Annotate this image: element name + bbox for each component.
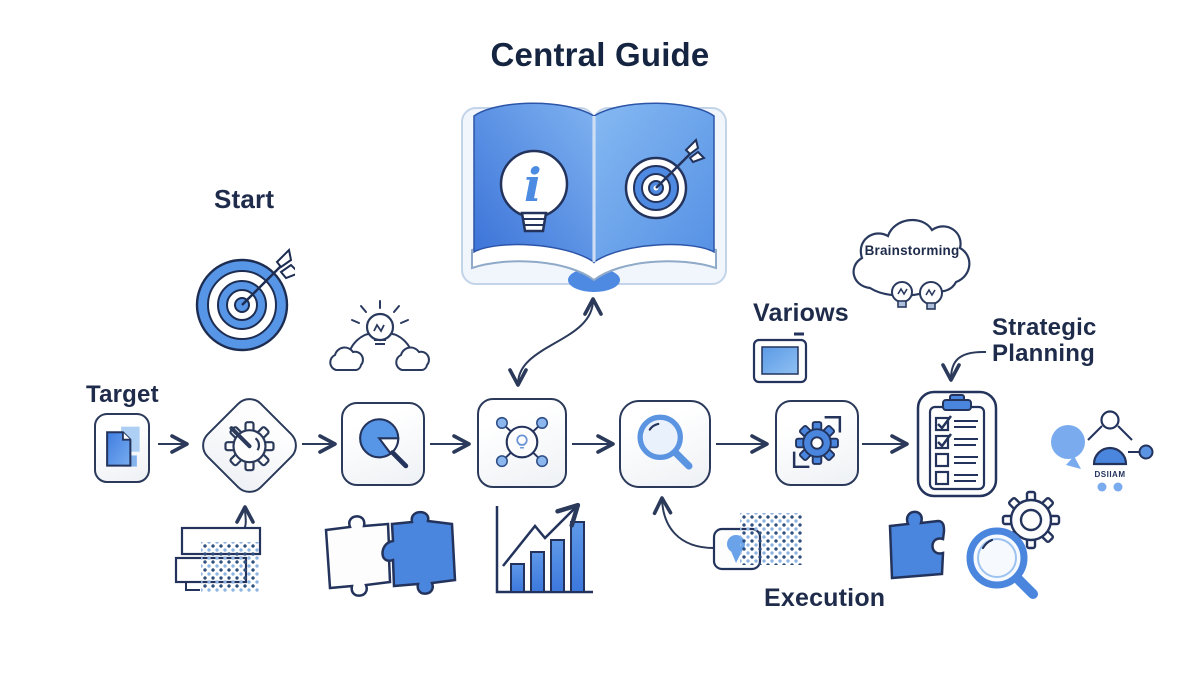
target-label: Target (86, 381, 159, 408)
various-label: Variows (753, 299, 849, 327)
puzzle-piece-icon (888, 510, 946, 580)
pie-magnifier-icon (359, 418, 409, 469)
growth-bar-chart-icon (495, 502, 593, 594)
flow-step-gear-frame (775, 400, 859, 486)
network-icon (495, 416, 549, 468)
flow-step-idea-network (477, 398, 567, 488)
cloud-bulb-icon (919, 281, 943, 310)
team-discussion-icon: DSIIAM (1051, 410, 1154, 492)
open-book-icon: i (461, 102, 727, 292)
arrow-pin-to-search (652, 496, 715, 549)
page-title: Central Guide (490, 36, 710, 73)
gear-frame-icon (792, 416, 842, 469)
strategic-planning-label: Strategic Planning (992, 314, 1097, 367)
flow-step-checklist (916, 390, 998, 498)
magnifier-icon (637, 414, 693, 470)
arrow-book-network-scurve (508, 297, 603, 387)
start-bullseye-icon (195, 247, 295, 352)
brainstorming-label: Brainstorming (864, 243, 960, 258)
svg-text:i: i (524, 158, 541, 212)
brainstorming-cloud-icon (852, 218, 971, 310)
arrow-label-to-checklist (941, 350, 987, 382)
dot-grid (201, 542, 259, 592)
idea-bulb-icon: i (499, 149, 569, 233)
monitor-icon (752, 332, 808, 384)
puzzle-pieces-icon (324, 510, 457, 597)
checklist-rows (934, 415, 978, 486)
flow-step-pie-analysis (341, 402, 425, 486)
people-caption: DSIIAM (1095, 470, 1126, 479)
flow-step-search (619, 400, 711, 488)
magnifier-icon (966, 527, 1038, 599)
dot-grid (740, 513, 802, 565)
brainstorm-doodle-icon (329, 300, 430, 371)
flow-step-document (94, 413, 150, 483)
flow-step-process-diamond (195, 391, 304, 500)
sketch-gear-icon (224, 420, 275, 471)
execution-label: Execution (764, 584, 886, 612)
target-arrow-icon (624, 138, 706, 220)
document-icon (106, 426, 140, 467)
start-label: Start (214, 184, 275, 214)
cloud-bulb-icon (891, 281, 913, 308)
search-gear-icon (966, 490, 1061, 599)
